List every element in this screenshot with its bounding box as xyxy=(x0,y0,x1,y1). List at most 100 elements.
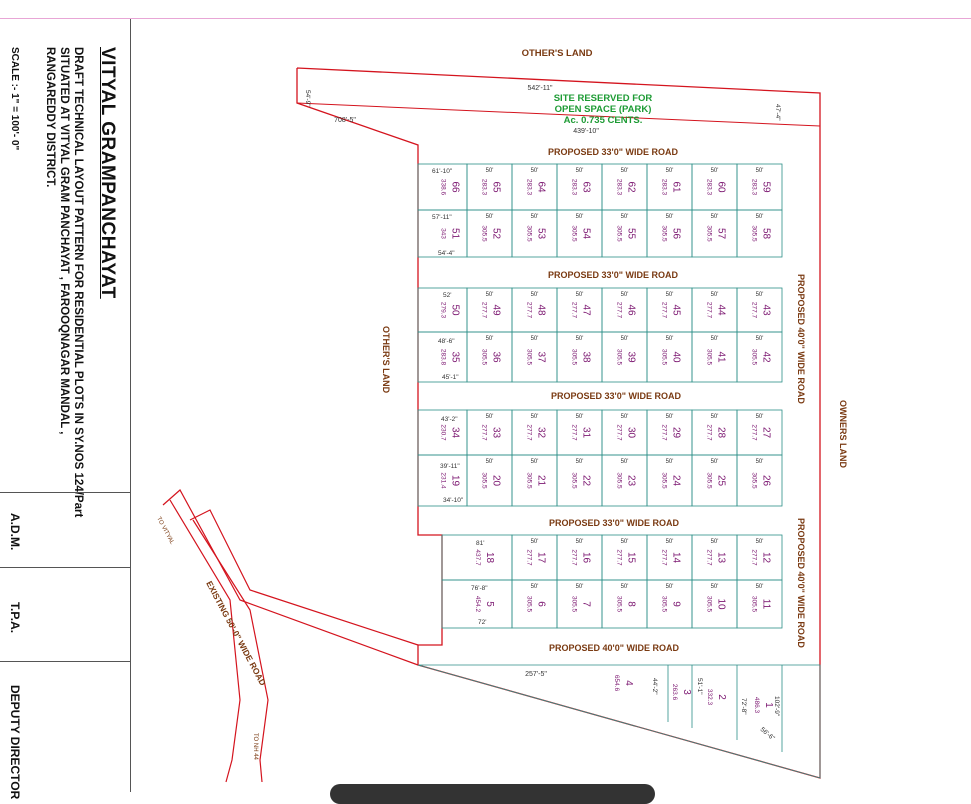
plot-number: 7 xyxy=(581,601,592,607)
title-block: VITYAL GRAMPANCHAYAT DRAFT TECHNICAL LAY… xyxy=(0,19,131,799)
plot-area: 305.5 xyxy=(616,225,623,242)
layout-plan: 59283.350'60283.350'61283.350'62283.350'… xyxy=(155,48,848,783)
plot-number: 66 xyxy=(450,181,461,193)
plot-number: 16 xyxy=(581,552,592,564)
plot-number: 60 xyxy=(716,181,727,193)
dim-51-1: 51'-1" xyxy=(696,678,703,695)
plot-number: 46 xyxy=(626,304,637,316)
plot-area: 277.7 xyxy=(751,549,758,566)
road-label-33-c: PROPOSED 33'0" WIDE ROAD xyxy=(551,391,681,401)
plot-dim: 50' xyxy=(711,459,719,465)
plot-number: 42 xyxy=(761,351,772,363)
plot-area: 305.5 xyxy=(706,225,713,242)
plot-number: 47 xyxy=(581,304,592,316)
plot-dim: 50' xyxy=(531,459,539,465)
plot-area: 305.5 xyxy=(526,225,533,242)
plot-number: 37 xyxy=(536,351,547,363)
existing-road-label: EXISTING 50'-0" WIDE ROAD xyxy=(204,579,268,687)
plot-area: 277.7 xyxy=(661,549,668,566)
plot-dim: 50' xyxy=(531,214,539,220)
plot-area: 277.7 xyxy=(661,302,668,319)
drawing-title: VITYAL GRAMPANCHAYAT xyxy=(97,47,118,299)
plot-number: 14 xyxy=(671,552,682,564)
plot-number: 11 xyxy=(761,599,772,610)
plot-dim: 50' xyxy=(756,292,764,298)
plot-dim: 50' xyxy=(666,414,674,420)
plot-area: 305.5 xyxy=(661,349,668,366)
to-nh-label: TO NH 44 xyxy=(252,733,258,761)
plot-number: 56 xyxy=(671,228,682,240)
plot-number: 61 xyxy=(671,181,682,193)
dim-542: 542'-11" xyxy=(527,85,553,92)
plot-dim: 50' xyxy=(486,459,494,465)
plot-dim: 50' xyxy=(486,214,494,220)
signature-tpa: T.P.A. xyxy=(8,602,22,634)
plot-dim: 50' xyxy=(711,539,719,545)
plot-dim: 50' xyxy=(576,584,584,590)
plot-area: 277.7 xyxy=(526,302,533,319)
plot-dim: 50' xyxy=(576,539,584,545)
plot-dim: 50' xyxy=(531,414,539,420)
description-line-1: DRAFT TECHNICAL LAYOUT PATTERN FOR RESID… xyxy=(72,47,84,518)
plot-dim: 50' xyxy=(666,168,674,174)
plot-area: 305.5 xyxy=(751,349,758,366)
plot-number: 40 xyxy=(671,351,682,363)
plot-area: 277.7 xyxy=(481,302,488,319)
plot-area: 263.6 xyxy=(671,684,678,701)
plot-area: 305.5 xyxy=(481,349,488,366)
plot-dim: 50' xyxy=(666,584,674,590)
plot-area: 283.3 xyxy=(751,179,758,196)
dim-439: 439'-10" xyxy=(573,128,599,135)
plot-dim: 50' xyxy=(576,168,584,174)
plot-number: 18 xyxy=(484,552,495,564)
dim-257-5: 257'-5" xyxy=(525,671,547,678)
dim-72-8: 72'-8" xyxy=(740,698,747,715)
plot-number: 6 xyxy=(536,601,547,607)
signature-adm: A.D.M. xyxy=(8,513,22,551)
plot-dim: 50' xyxy=(531,292,539,298)
plot-number: 43 xyxy=(761,304,772,316)
plot-area: 231.4 xyxy=(440,472,447,489)
plot-number: 45 xyxy=(671,304,682,316)
plot-area: 305.5 xyxy=(616,596,623,613)
plot-area: 305.5 xyxy=(616,349,623,366)
plot-area: 486.3 xyxy=(753,697,760,714)
plot-number: 30 xyxy=(626,427,637,439)
description-line-3: RANGAREDDY DISTRICT. xyxy=(44,47,56,188)
plot-number: 26 xyxy=(761,475,772,487)
plot-area: 305.5 xyxy=(706,349,713,366)
park-label-1: SITE RESERVED FOR xyxy=(554,93,653,104)
plot-area: 305.5 xyxy=(571,225,578,242)
viewer-toolbar[interactable] xyxy=(330,784,655,804)
plot-area: 277.7 xyxy=(661,424,668,441)
plot-number: 32 xyxy=(536,427,547,439)
plot-dim: 50' xyxy=(621,336,629,342)
plot-dim: 50' xyxy=(711,292,719,298)
plot-area: 305.5 xyxy=(661,472,668,489)
plot-area: 305.5 xyxy=(526,596,533,613)
plot-area: 305.5 xyxy=(571,596,578,613)
others-land-top-label: OTHER'S LAND xyxy=(522,48,593,59)
park-label-2: OPEN SPACE (PARK) xyxy=(555,104,652,115)
plot-number: 8 xyxy=(626,601,637,607)
plot-number: 38 xyxy=(581,351,592,363)
plot-number: 20 xyxy=(491,475,502,487)
plot-dim: 50' xyxy=(531,584,539,590)
dim-43-2: 43'-2" xyxy=(441,416,458,423)
road-label-33-b: PROPOSED 33'0" WIDE ROAD xyxy=(548,270,678,280)
plot-outline xyxy=(441,579,513,629)
dim-45-1: 45'-1" xyxy=(442,374,459,381)
plot-area: 283.3 xyxy=(661,179,668,196)
plot-number: 13 xyxy=(716,552,727,564)
signature-deputy-director: DEPUTY DIRECTOR xyxy=(8,685,22,800)
plot-number: 1 xyxy=(763,702,774,708)
plot-area: 305.5 xyxy=(706,596,713,613)
plot-dim: 50' xyxy=(486,292,494,298)
dim-52: 52' xyxy=(443,292,451,299)
page-top-rule xyxy=(0,18,971,19)
plot-number: 12 xyxy=(761,552,772,564)
plot-dim: 50' xyxy=(486,168,494,174)
plot-number: 34 xyxy=(450,427,461,439)
plot-number: 9 xyxy=(671,601,682,607)
plot-area: 277.7 xyxy=(751,424,758,441)
